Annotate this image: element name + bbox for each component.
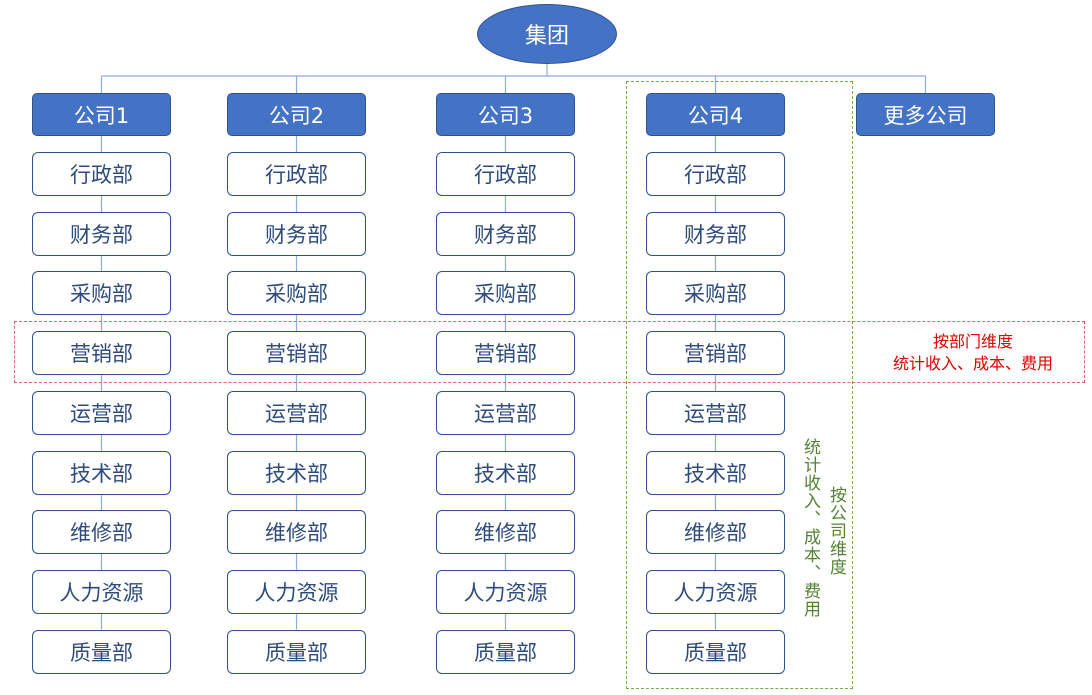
- department-node: 维修部: [436, 510, 575, 555]
- department-node: 行政部: [227, 152, 366, 196]
- department-label: 营销部: [684, 342, 747, 367]
- department-label: 采购部: [684, 282, 747, 307]
- department-label: 财务部: [474, 222, 537, 247]
- department-node: 技术部: [646, 450, 785, 495]
- company-dimension-highlight: [626, 81, 853, 689]
- department-label: 采购部: [265, 282, 328, 307]
- department-node: 营销部: [227, 331, 366, 376]
- department-node: 行政部: [32, 152, 171, 196]
- department-node: 人力资源: [32, 569, 171, 614]
- department-node: 质量部: [646, 629, 785, 674]
- department-node: 人力资源: [436, 569, 575, 614]
- department-label: 财务部: [684, 222, 747, 247]
- department-node: 采购部: [436, 271, 575, 316]
- department-label: 技术部: [474, 461, 537, 486]
- department-node: 运营部: [436, 390, 575, 435]
- department-node: 人力资源: [646, 569, 785, 614]
- department-label: 营销部: [474, 342, 537, 367]
- company-label: 公司1: [73, 103, 130, 128]
- department-node: 财务部: [436, 211, 575, 256]
- department-label: 人力资源: [463, 580, 548, 605]
- company-label: 公司3: [477, 103, 534, 128]
- department-node: 采购部: [646, 271, 785, 316]
- company-label: 公司4: [687, 103, 744, 128]
- department-label: 行政部: [684, 163, 747, 187]
- department-dimension-note-line1: 按部门维度: [932, 332, 1013, 351]
- department-label: 营销部: [265, 342, 328, 367]
- department-label: 行政部: [70, 163, 133, 187]
- group-root-label: 集团: [524, 24, 569, 49]
- department-label: 运营部: [684, 401, 747, 426]
- department-label: 技术部: [684, 461, 747, 486]
- department-label: 质量部: [70, 640, 133, 665]
- department-label: 质量部: [684, 640, 747, 665]
- department-node: 运营部: [646, 390, 785, 435]
- department-label: 采购部: [70, 282, 133, 307]
- department-node: 行政部: [646, 152, 785, 196]
- department-node: 维修部: [32, 510, 171, 555]
- company-node: 更多公司: [856, 93, 995, 136]
- department-label: 技术部: [265, 461, 328, 486]
- department-node: 维修部: [227, 510, 366, 555]
- department-node: 财务部: [32, 211, 171, 256]
- company-label: 公司2: [268, 103, 325, 128]
- department-node: 技术部: [32, 450, 171, 495]
- department-label: 维修部: [265, 521, 328, 546]
- department-label: 维修部: [684, 521, 747, 546]
- department-node: 采购部: [32, 271, 171, 316]
- company-node: 公司4: [646, 93, 785, 136]
- department-label: 质量部: [474, 640, 537, 665]
- department-dimension-note-line2: 统计收入、成本、费用: [892, 354, 1053, 373]
- department-label: 运营部: [474, 401, 537, 426]
- department-node: 采购部: [227, 271, 366, 316]
- department-node: 质量部: [436, 629, 575, 674]
- department-node: 技术部: [227, 450, 366, 495]
- department-node: 行政部: [436, 152, 575, 196]
- department-label: 行政部: [474, 163, 537, 187]
- company-label: 更多公司: [883, 103, 968, 128]
- company-node: 公司2: [227, 93, 366, 136]
- department-node: 技术部: [436, 450, 575, 495]
- department-dimension-highlight: [14, 321, 1085, 383]
- department-label: 维修部: [70, 521, 133, 546]
- company-dimension-note-line1: 按公司维度: [826, 486, 846, 576]
- group-root-node: 集团: [477, 4, 617, 64]
- department-node: 营销部: [646, 331, 785, 376]
- company-node: 公司3: [436, 93, 575, 136]
- company-node: 公司1: [32, 93, 171, 136]
- department-node: 质量部: [32, 629, 171, 674]
- company-dimension-note-line2: 统计收入、成本、费用: [800, 438, 820, 618]
- department-node: 财务部: [646, 211, 785, 256]
- department-node: 营销部: [436, 331, 575, 376]
- department-node: 运营部: [32, 390, 171, 435]
- department-dimension-note: 按部门维度 统计收入、成本、费用: [864, 331, 1082, 375]
- department-label: 营销部: [70, 342, 133, 367]
- department-node: 质量部: [227, 629, 366, 674]
- department-label: 运营部: [265, 401, 328, 426]
- department-label: 人力资源: [59, 580, 144, 605]
- department-label: 人力资源: [673, 580, 758, 605]
- department-label: 财务部: [265, 222, 328, 247]
- department-label: 维修部: [474, 521, 537, 546]
- department-node: 人力资源: [227, 569, 366, 614]
- department-label: 财务部: [70, 222, 133, 247]
- department-label: 技术部: [70, 461, 133, 486]
- department-label: 人力资源: [254, 580, 339, 605]
- department-node: 营销部: [32, 331, 171, 376]
- department-node: 维修部: [646, 510, 785, 555]
- department-node: 财务部: [227, 211, 366, 256]
- department-label: 运营部: [70, 401, 133, 426]
- department-label: 行政部: [265, 163, 328, 187]
- department-label: 采购部: [474, 282, 537, 307]
- department-node: 运营部: [227, 390, 366, 435]
- department-label: 质量部: [265, 640, 328, 665]
